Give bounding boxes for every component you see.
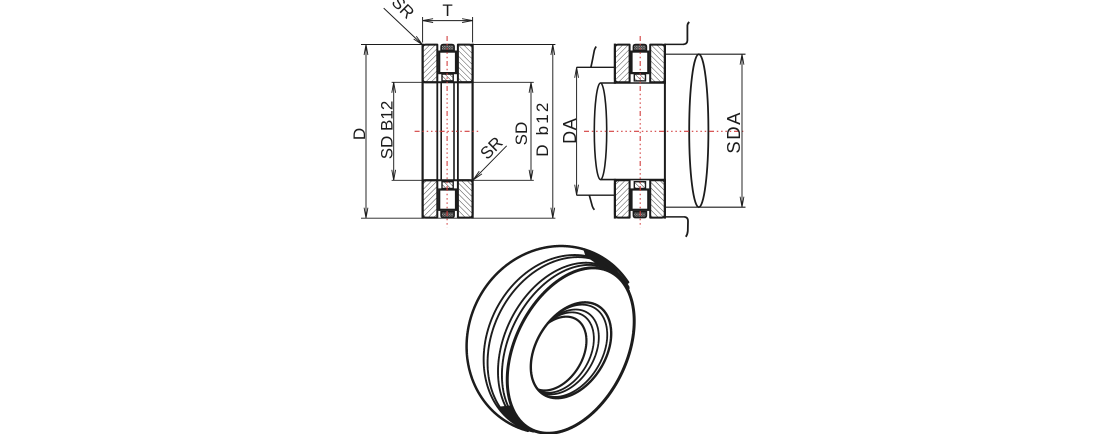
svg-text:DA: DA [560,118,580,144]
svg-text:D: D [350,128,369,140]
svg-text:SD: SD [512,122,531,146]
svg-text:SD B12: SD B12 [377,101,396,160]
svg-text:D b12: D b12 [533,100,552,156]
svg-text:SDA: SDA [723,111,744,154]
svg-text:T: T [442,1,452,20]
